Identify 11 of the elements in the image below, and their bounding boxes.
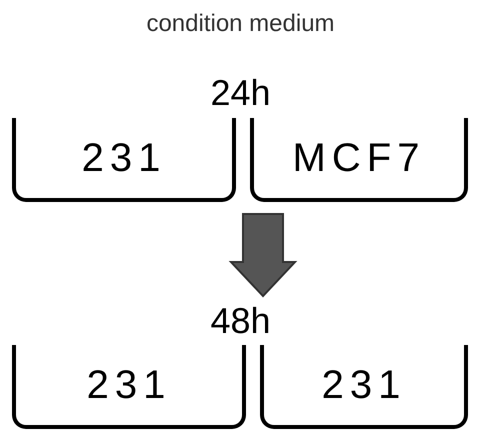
cell-line-label: 231 (86, 365, 172, 405)
well (250, 118, 468, 202)
title: condition medium (145, 9, 336, 39)
well (12, 345, 246, 429)
cell-line-label: MCF7 (292, 138, 426, 178)
well (260, 345, 468, 429)
cell-line-label: 231 (322, 365, 406, 405)
time-label: 24h (210, 72, 271, 114)
well (12, 118, 236, 202)
time-label: 48h (210, 300, 271, 342)
cell-line-label: 231 (82, 138, 166, 178)
